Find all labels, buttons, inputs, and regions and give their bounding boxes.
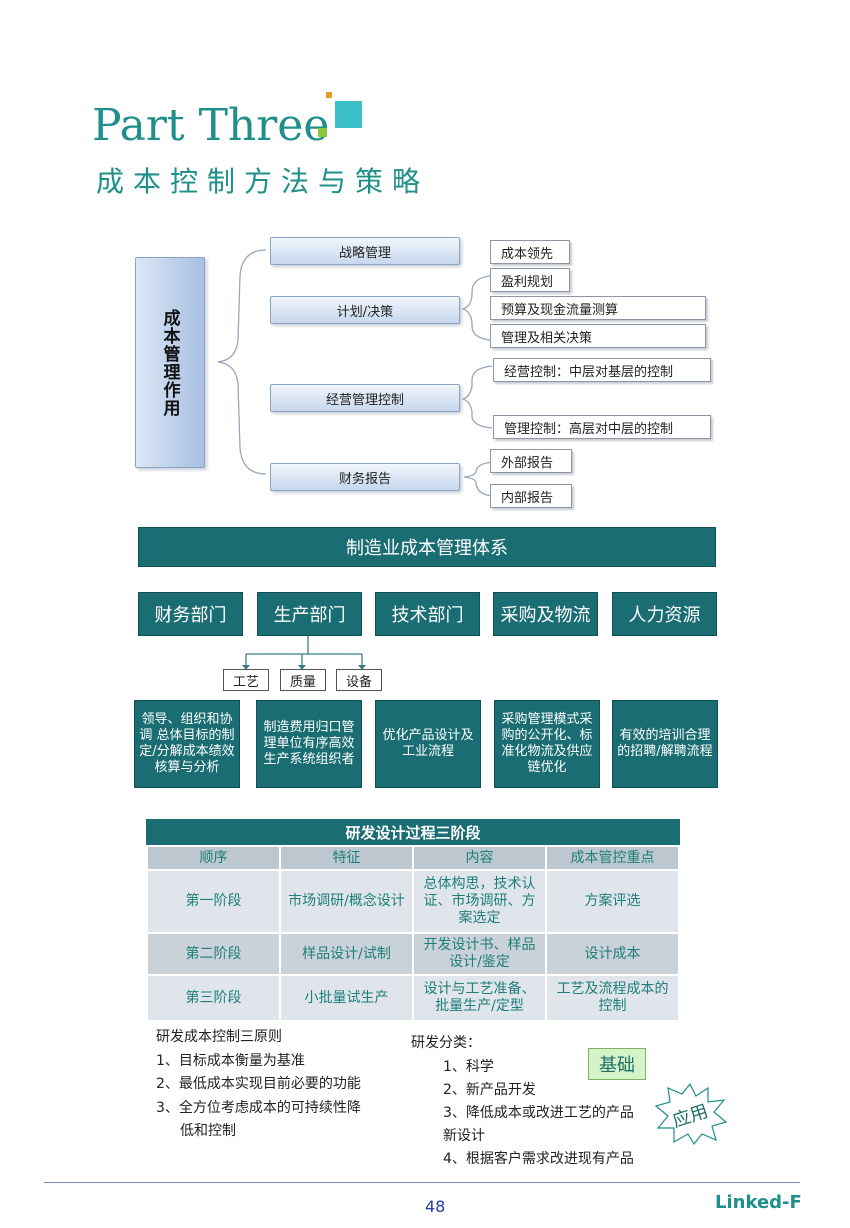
principles-title: 研发成本控制三原则 bbox=[156, 1029, 282, 1045]
dept-procurement: 采购及物流 bbox=[493, 592, 598, 636]
header-feature: 特征 bbox=[279, 845, 414, 871]
table-cell: 开发设计书、样品设计/鉴定 bbox=[412, 932, 547, 976]
sub-process: 工艺 bbox=[223, 669, 269, 691]
subtitle: 成本控制方法与策略 bbox=[96, 165, 430, 198]
table-cell: 方案评选 bbox=[545, 869, 680, 934]
detail-budget-cashflow: 预算及现金流量测算 bbox=[490, 296, 706, 320]
principle-item-continued: 低和控制 bbox=[180, 1123, 236, 1139]
dept-finance: 财务部门 bbox=[138, 592, 243, 636]
applied-starburst: 应用 bbox=[652, 1082, 728, 1146]
desc-procurement: 采购管理模式采购的公开化、标准化物流及供应链优化 bbox=[494, 700, 600, 788]
header-content: 内容 bbox=[412, 845, 547, 871]
header-cost-focus: 成本管控重点 bbox=[545, 845, 680, 871]
principle-item: 1、目标成本衡量为基准 bbox=[156, 1053, 305, 1069]
detail-management-control: 管理控制：高层对中层的控制 bbox=[493, 415, 711, 439]
table-title: 研发设计过程三阶段 bbox=[146, 819, 680, 845]
table-cell: 第二阶段 bbox=[146, 932, 281, 976]
table-cell: 第三阶段 bbox=[146, 974, 281, 1022]
page-number: 48 bbox=[425, 1197, 446, 1216]
rd-category-item: 1、科学 bbox=[443, 1059, 494, 1075]
detail-operational-control: 经营控制：中层对基层的控制 bbox=[493, 358, 711, 382]
rd-stages-table: 研发设计过程三阶段 顺序 特征 内容 成本管控重点 第一阶段 市场调研/概念设计… bbox=[146, 819, 680, 1022]
decorative-squares-icon bbox=[318, 92, 364, 140]
function-strategy: 战略管理 bbox=[270, 237, 460, 265]
rd-category-item: 3、降低成本或改进工艺的产品 bbox=[443, 1105, 634, 1121]
table-cell: 总体构思，技术认证、市场调研、方案选定 bbox=[412, 869, 547, 934]
detail-internal-report: 内部报告 bbox=[490, 484, 572, 508]
starburst-icon bbox=[654, 1082, 728, 1146]
dept-production: 生产部门 bbox=[257, 592, 362, 636]
basic-label: 基础 bbox=[588, 1048, 646, 1080]
table-cell: 工艺及流程成本的控制 bbox=[545, 974, 680, 1022]
table-cell: 样品设计/试制 bbox=[279, 932, 414, 976]
function-planning: 计划/决策 bbox=[270, 296, 460, 324]
table-cell: 第一阶段 bbox=[146, 869, 281, 934]
table-row: 第三阶段 小批量试生产 设计与工艺准备、批量生产/定型 工艺及流程成本的控制 bbox=[146, 974, 680, 1022]
brand-logo: Linked-F bbox=[715, 1192, 802, 1213]
table-row: 第一阶段 市场调研/概念设计 总体构思，技术认证、市场调研、方案选定 方案评选 bbox=[146, 869, 680, 934]
cost-management-role-box: 成本管理作用 bbox=[135, 257, 205, 468]
footer-divider bbox=[44, 1182, 800, 1183]
sub-equipment: 设备 bbox=[336, 669, 382, 691]
principle-item: 2、最低成本实现目前必要的功能 bbox=[156, 1076, 361, 1092]
function-control: 经营管理控制 bbox=[270, 384, 460, 412]
table-cell: 市场调研/概念设计 bbox=[279, 869, 414, 934]
table-cell: 小批量试生产 bbox=[279, 974, 414, 1022]
mfg-system-title: 制造业成本管理体系 bbox=[138, 527, 716, 567]
detail-external-report: 外部报告 bbox=[490, 449, 572, 473]
rd-category-item: 2、新产品开发 bbox=[443, 1082, 536, 1098]
desc-hr: 有效的培训合理的招聘/解聘流程 bbox=[612, 700, 718, 788]
brace-connectors bbox=[217, 249, 493, 497]
rd-category-item: 4、根据客户需求改进现有产品 bbox=[443, 1151, 634, 1167]
table-header-row: 顺序 特征 内容 成本管控重点 bbox=[146, 845, 680, 871]
dept-hr: 人力资源 bbox=[612, 592, 717, 636]
detail-cost-leadership: 成本领先 bbox=[490, 240, 570, 264]
part-title: Part Three bbox=[92, 100, 330, 151]
table-cell: 设计成本 bbox=[545, 932, 680, 976]
principle-item: 3、全方位考虑成本的可持续性降 bbox=[156, 1100, 361, 1116]
desc-finance: 领导、组织和协调 总体目标的制定/分解成本绩效核算与分析 bbox=[134, 700, 240, 788]
sub-quality: 质量 bbox=[280, 669, 326, 691]
dept-technology: 技术部门 bbox=[375, 592, 480, 636]
rd-category-item-continued: 新设计 bbox=[443, 1128, 485, 1144]
detail-management-decisions: 管理及相关决策 bbox=[490, 324, 706, 348]
rd-categories-title: 研发分类： bbox=[411, 1035, 481, 1051]
production-branch-arrows bbox=[242, 636, 366, 670]
table-cell: 设计与工艺准备、批量生产/定型 bbox=[412, 974, 547, 1022]
desc-production: 制造费用归口管理单位有序高效生产系统组织者 bbox=[256, 700, 362, 788]
desc-technology: 优化产品设计及工业流程 bbox=[375, 700, 481, 788]
detail-profit-planning: 盈利规划 bbox=[490, 268, 570, 292]
header-order: 顺序 bbox=[146, 845, 281, 871]
main-label: 成本管理作用 bbox=[159, 308, 180, 417]
table-row: 第二阶段 样品设计/试制 开发设计书、样品设计/鉴定 设计成本 bbox=[146, 932, 680, 976]
function-reporting: 财务报告 bbox=[270, 463, 460, 491]
